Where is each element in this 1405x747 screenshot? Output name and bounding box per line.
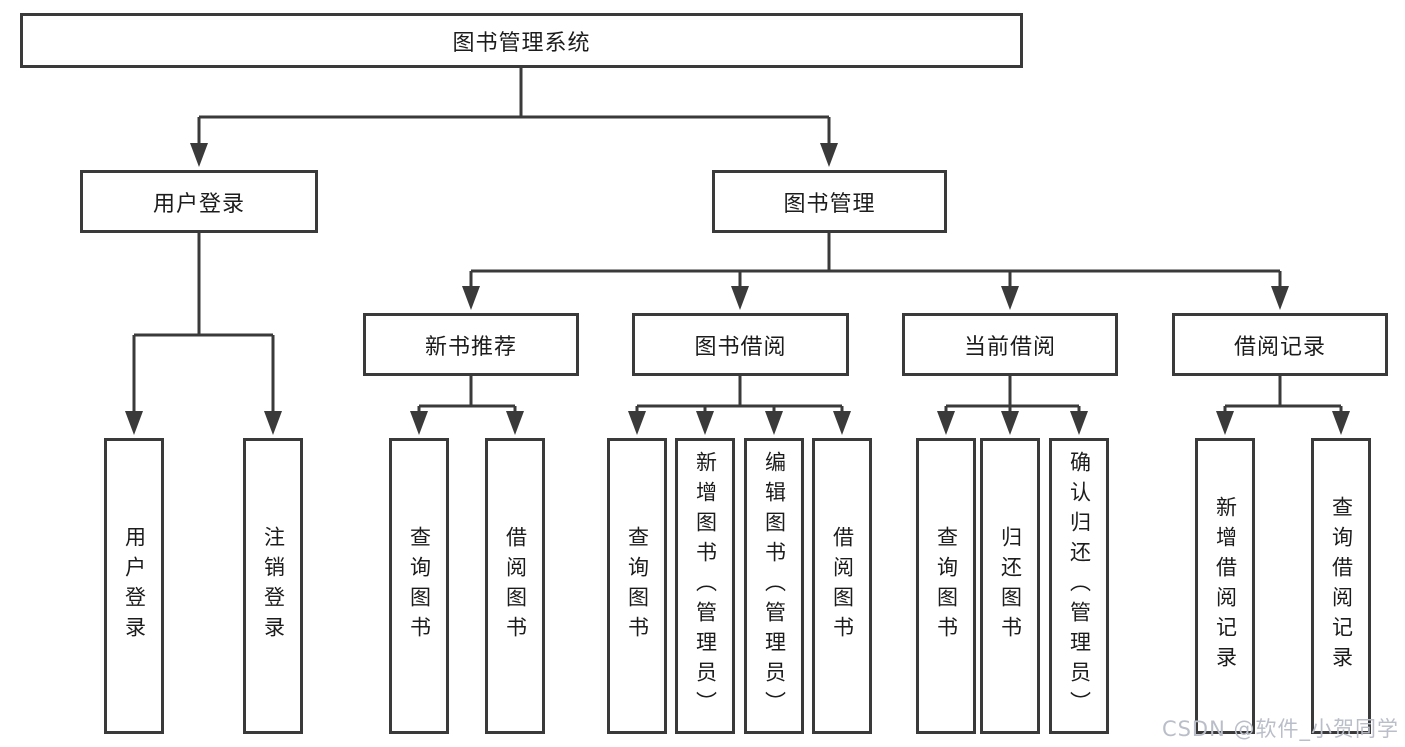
node-current-borrowing-label: 当前借阅 <box>963 334 1056 360</box>
leaf-borrow-books-label: 借阅图书 <box>830 526 855 646</box>
leaf-query-books-recommend: 查询图书 <box>389 438 449 734</box>
leaf-add-books-admin: 新增图书（管理员） <box>675 438 735 734</box>
leaf-query-books-borrowing-label: 查询图书 <box>625 526 650 646</box>
node-user-login: 用户登录 <box>80 170 318 233</box>
leaf-return-books-label: 归还图书 <box>998 526 1023 646</box>
leaf-borrow-books: 借阅图书 <box>812 438 872 734</box>
node-library-system: 图书管理系统 <box>20 13 1023 68</box>
leaf-edit-books-admin: 编辑图书（管理员） <box>744 438 804 734</box>
arrowheads <box>125 143 1350 435</box>
leaf-query-borrow-record: 查询借阅记录 <box>1311 438 1371 734</box>
leaf-query-borrow-record-label: 查询借阅记录 <box>1329 496 1354 676</box>
node-book-borrowing: 图书借阅 <box>632 313 849 376</box>
leaf-user-login: 用户登录 <box>104 438 164 734</box>
leaf-logout-label: 注销登录 <box>261 526 286 646</box>
leaf-user-login-label: 用户登录 <box>122 526 147 646</box>
node-new-book-recommend-label: 新书推荐 <box>424 334 517 360</box>
node-borrowing-records: 借阅记录 <box>1172 313 1388 376</box>
leaf-add-borrow-record: 新增借阅记录 <box>1195 438 1255 734</box>
node-current-borrowing: 当前借阅 <box>902 313 1118 376</box>
leaf-return-books: 归还图书 <box>980 438 1040 734</box>
node-new-book-recommend: 新书推荐 <box>363 313 579 376</box>
leaf-edit-books-admin-label: 编辑图书（管理员） <box>762 451 787 721</box>
node-book-borrowing-label: 图书借阅 <box>694 334 787 360</box>
leaf-confirm-return-admin-label: 确认归还（管理员） <box>1067 451 1092 721</box>
leaf-borrow-books-recommend: 借阅图书 <box>485 438 545 734</box>
leaf-query-books-recommend-label: 查询图书 <box>407 526 432 646</box>
leaf-add-books-admin-label: 新增图书（管理员） <box>693 451 718 721</box>
leaf-query-books-current: 查询图书 <box>916 438 976 734</box>
leaf-borrow-books-recommend-label: 借阅图书 <box>503 526 528 646</box>
leaf-query-books-current-label: 查询图书 <box>934 526 959 646</box>
node-book-management: 图书管理 <box>712 170 947 233</box>
node-borrowing-records-label: 借阅记录 <box>1233 334 1326 360</box>
leaf-query-books-borrowing: 查询图书 <box>607 438 667 734</box>
node-library-system-label: 图书管理系统 <box>452 30 591 56</box>
leaf-confirm-return-admin: 确认归还（管理员） <box>1049 438 1109 734</box>
watermark-text: CSDN @软件_小贺同学 <box>1161 717 1399 741</box>
node-user-login-label: 用户登录 <box>152 191 245 217</box>
node-book-management-label: 图书管理 <box>783 191 876 217</box>
leaf-logout: 注销登录 <box>243 438 303 734</box>
leaf-add-borrow-record-label: 新增借阅记录 <box>1213 496 1238 676</box>
